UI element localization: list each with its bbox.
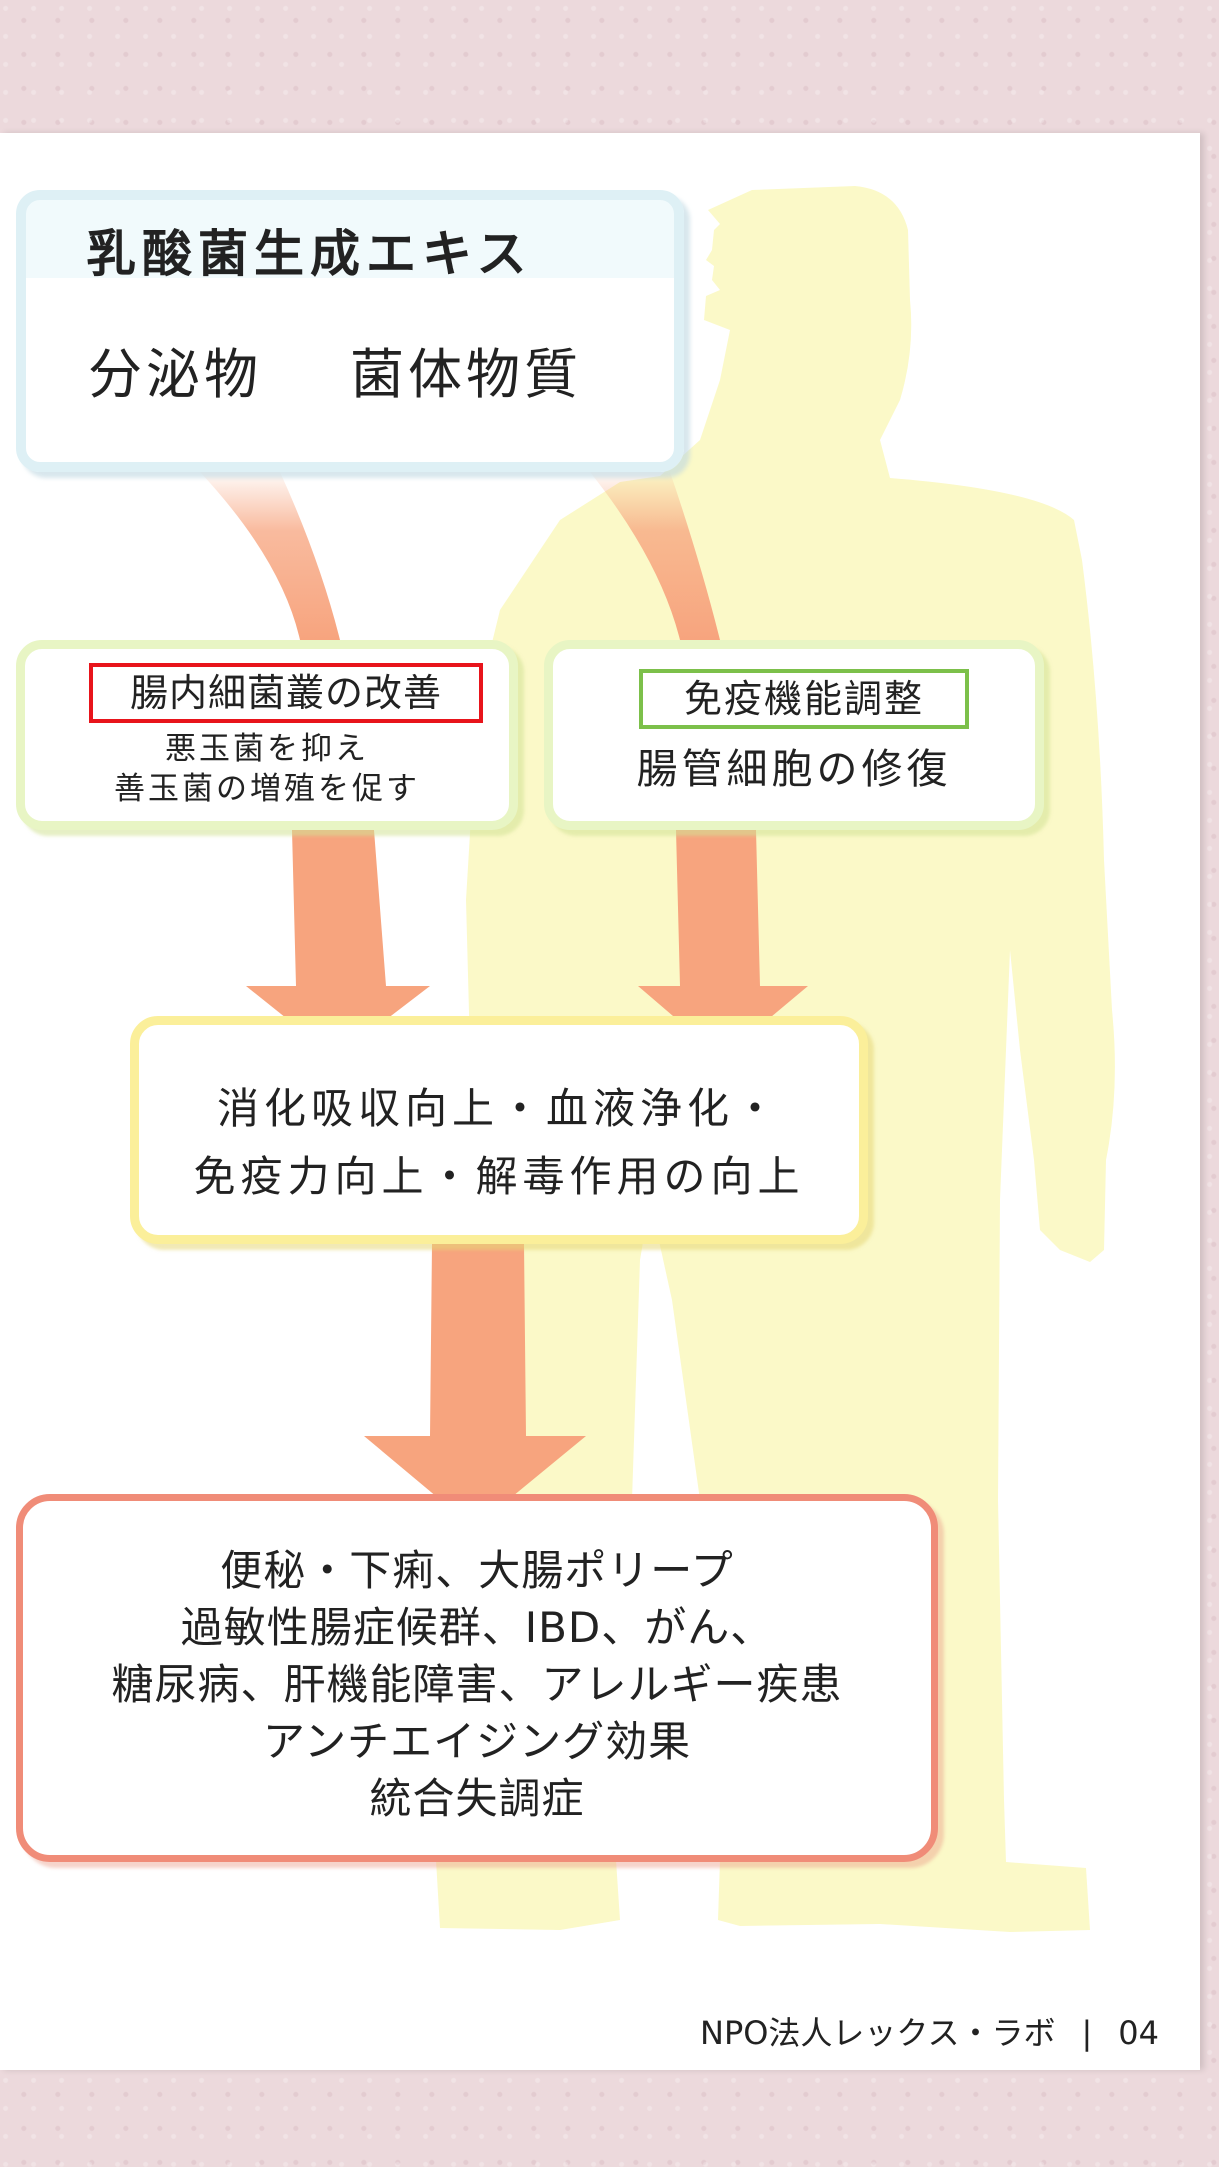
arrow-source-to-immune [590,472,720,640]
source-item-secretion: 分泌物 [88,343,262,406]
disease-line-5: 統合失調症 [369,1774,585,1823]
footer-separator: | [1081,2014,1093,2052]
disease-line-3: 糖尿病、肝機能障害、アレルギー疾患 [111,1660,843,1709]
arrow-immune-to-effects [638,830,808,1058]
footer-org: NPO法人レックス・ラボ [700,2014,1056,2052]
flora-line-2: 善玉菌の増殖を促す [114,771,420,807]
flora-box: 腸内細菌叢の改善 悪玉菌を抑え 善玉菌の増殖を促す [16,640,518,830]
effects-line-2: 免疫力向上・解毒作用の向上 [193,1152,805,1201]
immune-line-1: 腸管細胞の修復 [636,745,952,793]
disease-line-1: 便秘・下痢、大腸ポリープ [220,1546,734,1595]
flora-title: 腸内細菌叢の改善 [89,663,483,723]
source-items: 分泌物 菌体物質 [88,330,670,409]
immune-box: 免疫機能調整 腸管細胞の修復 [544,640,1044,830]
diseases-box: 便秘・下痢、大腸ポリープ 過敏性腸症候群、IBD、がん、 糖尿病、肝機能障害、ア… [16,1494,938,1862]
source-item-cell-substance: 菌体物質 [350,343,582,406]
flow-arrows [200,472,808,1528]
disease-line-2: 過敏性腸症候群、IBD、がん、 [180,1603,774,1652]
disease-line-4: アンチエイジング効果 [262,1717,692,1766]
arrow-flora-to-effects [246,830,430,1058]
effects-box: 消化吸収向上・血液浄化・ 免疫力向上・解毒作用の向上 [130,1016,868,1244]
page-footer: NPO法人レックス・ラボ | 04 [700,2008,1159,2054]
flora-line-1: 悪玉菌を抑え [165,731,369,767]
arrow-effects-to-diseases [364,1244,586,1528]
effects-line-1: 消化吸収向上・血液浄化・ [216,1084,781,1133]
source-box: 乳酸菌生成エキス 分泌物 菌体物質 [16,190,684,472]
page-number: 04 [1118,2014,1159,2052]
arrow-source-to-flora [200,472,340,640]
source-title: 乳酸菌生成エキス [86,225,533,283]
immune-title: 免疫機能調整 [639,669,969,729]
